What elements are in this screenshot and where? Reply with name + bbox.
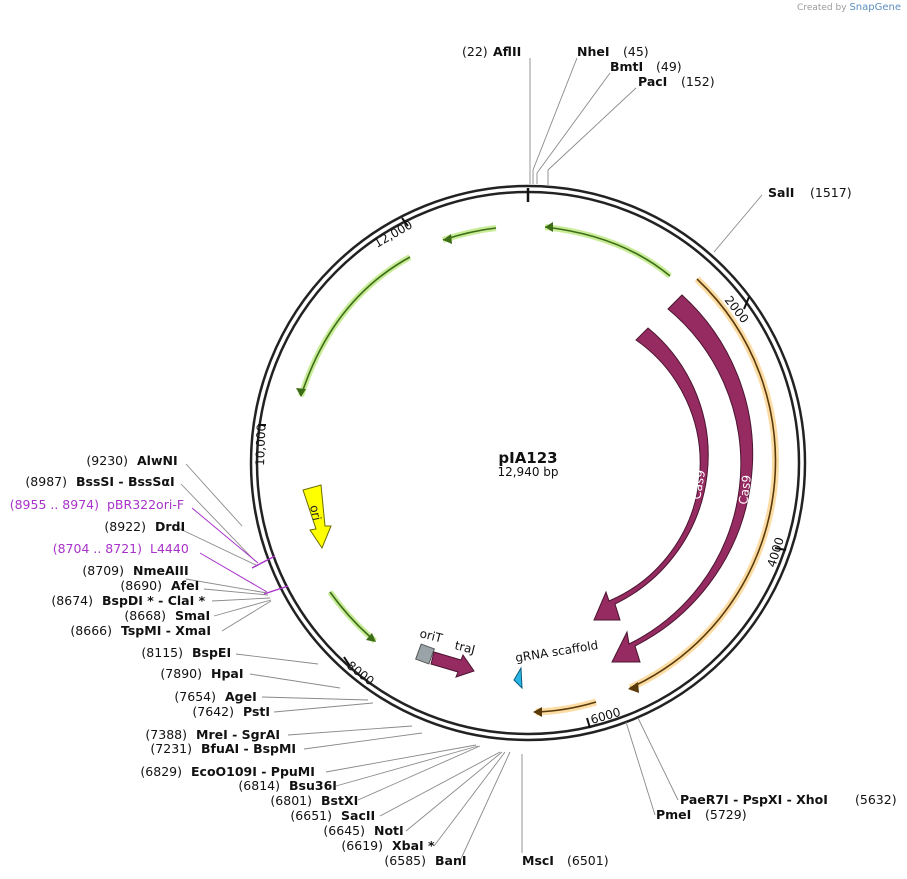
primer-leader-lines xyxy=(191,507,289,595)
site-pos: (49) xyxy=(656,59,682,74)
site-name: DrdI xyxy=(155,519,185,534)
site-name: MscI xyxy=(522,853,554,868)
site-pos: (5729) xyxy=(705,807,747,822)
site-pos: (9230) xyxy=(86,453,128,468)
site-pos: (8987) xyxy=(25,474,67,489)
grna-feature: gRNA scaffold xyxy=(513,638,599,690)
grna-arrow xyxy=(513,666,523,690)
site-name: Bsu36I xyxy=(289,778,337,793)
site-name: BfuAI - BspMI xyxy=(201,741,296,756)
site-name: SmaI xyxy=(175,608,210,623)
site-pos: (7231) xyxy=(150,741,192,756)
site-pos: (7654) xyxy=(174,689,216,704)
site-pos: (7890) xyxy=(160,666,202,681)
grna-label: gRNA scaffold xyxy=(514,638,599,665)
site-name: MreI - SgrAI xyxy=(196,727,280,742)
site-pos: (8709) xyxy=(82,563,124,578)
plasmid-backbone xyxy=(249,184,807,742)
watermark-brand: SnapGene xyxy=(849,2,901,13)
cas9-inner-arrow xyxy=(593,327,709,621)
cas9-features: Cas9 Cas9 xyxy=(593,294,754,663)
arrowhead-icon xyxy=(443,234,452,244)
site-pos: (6501) xyxy=(567,853,609,868)
site-name: BstXI xyxy=(321,793,358,808)
site-pos: (5632) xyxy=(855,792,897,807)
oriT-label: oriT xyxy=(418,626,444,645)
site-leader-lines xyxy=(177,57,763,862)
plasmid-length: 12,940 bp xyxy=(497,465,558,479)
ori-feature: ori xyxy=(302,484,332,550)
site-name: NheI xyxy=(577,44,610,59)
snapgene-watermark: Created by SnapGene xyxy=(797,2,901,13)
plasmid-name: pIA123 xyxy=(498,449,557,467)
site-name: BanI xyxy=(435,853,467,868)
site-pos: (8690) xyxy=(120,578,162,593)
site-name: PacI xyxy=(638,74,667,89)
site-pos: (6619) xyxy=(341,838,383,853)
primer-pos: (8955 .. 8974) xyxy=(10,497,99,512)
site-name: AgeI xyxy=(225,689,257,704)
site-name: SalI xyxy=(768,185,794,200)
orange-features xyxy=(533,276,779,717)
cas9-inner-label: Cas9 xyxy=(689,469,708,501)
primer-name: L4440 xyxy=(150,541,189,556)
site-pos: (7642) xyxy=(192,704,234,719)
cas9-outer-label: Cas9 xyxy=(736,474,754,505)
site-name: XbaI * xyxy=(392,838,435,853)
site-pos: (6801) xyxy=(270,793,312,808)
site-name: AfeI xyxy=(171,578,199,593)
site-name: AlwNI xyxy=(137,453,178,468)
watermark-prefix: Created by xyxy=(797,3,847,13)
site-name: PstI xyxy=(243,704,270,719)
site-name: BspEI xyxy=(192,645,231,660)
arrowhead-icon xyxy=(533,707,542,717)
site-pos: (7388) xyxy=(145,727,187,742)
site-pos: (6814) xyxy=(238,778,280,793)
site-pos: (8674) xyxy=(51,593,93,608)
site-name: EcoO109I - PpuMI xyxy=(191,764,315,779)
site-name: BssSI - BssSαI xyxy=(76,474,175,489)
arrowhead-icon xyxy=(545,222,553,232)
site-pos: (8922) xyxy=(104,519,146,534)
site-name: PmeI xyxy=(656,807,691,822)
oriT-block xyxy=(415,643,435,665)
restriction-site-labels: (22) AflII NheI (45) BmtI (49) PacI (152… xyxy=(10,44,897,868)
site-name: TspMI - XmaI xyxy=(121,623,211,638)
site-pos: (8668) xyxy=(124,608,166,623)
site-pos: (8666) xyxy=(70,623,112,638)
site-name: PaeR7I - PspXI - XhoI xyxy=(680,792,828,807)
site-name: NmeAIII xyxy=(133,563,189,578)
site-name: HpaI xyxy=(211,666,244,681)
traJ-arrow xyxy=(430,651,475,678)
site-pos: (6829) xyxy=(140,764,182,779)
site-pos: (6585) xyxy=(384,853,426,868)
ori-label: ori xyxy=(307,504,324,522)
arrowhead-icon xyxy=(366,633,376,642)
arrowhead-icon xyxy=(296,388,306,397)
site-name: BspDI * - ClaI * xyxy=(102,593,206,608)
green-features xyxy=(296,222,672,644)
primer-pos: (8704 .. 8721) xyxy=(53,541,142,556)
site-pos: (22) xyxy=(462,44,488,59)
site-pos: (6645) xyxy=(323,823,365,838)
ori-arrow xyxy=(302,484,332,550)
site-pos: (6651) xyxy=(290,808,332,823)
site-name: NotI xyxy=(374,823,404,838)
site-pos: (45) xyxy=(623,44,649,59)
site-name: SacII xyxy=(341,808,375,823)
tick-10000: 10,000 xyxy=(253,424,268,466)
site-pos: (8115) xyxy=(141,645,183,660)
site-name: AflII xyxy=(493,44,521,59)
site-pos: (152) xyxy=(681,74,715,89)
cas9-outer-arrow xyxy=(611,294,754,663)
site-pos: (1517) xyxy=(810,185,852,200)
site-name: BmtI xyxy=(610,59,643,74)
arrowhead-icon xyxy=(628,682,639,693)
primer-name: pBR322ori-F xyxy=(107,497,184,512)
traJ-label: traJ xyxy=(453,638,476,657)
oriT-traJ-features: oriT traJ xyxy=(415,626,477,678)
